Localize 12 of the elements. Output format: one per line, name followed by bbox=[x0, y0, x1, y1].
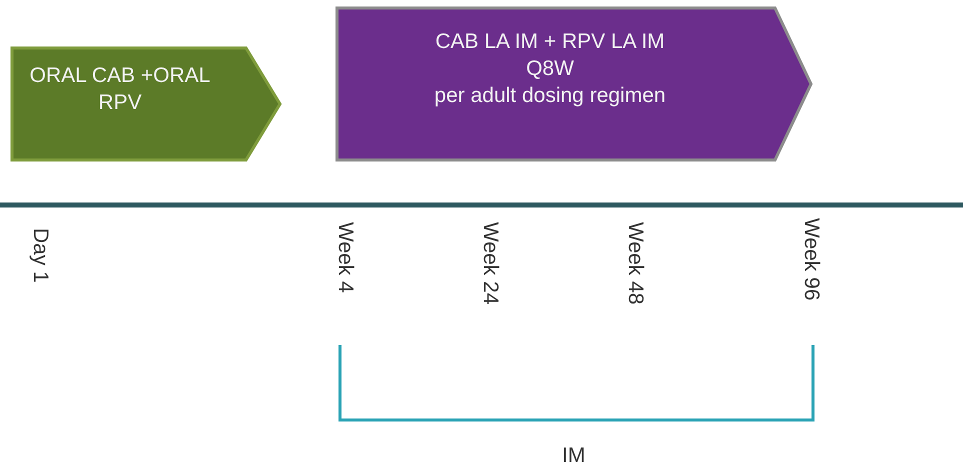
timepoint-label: Week 24 bbox=[478, 222, 502, 304]
arrow-shape-box bbox=[335, 6, 813, 162]
arrow-shape-box bbox=[10, 46, 282, 162]
node-label: CAB LA IM + RPV LA IM bbox=[434, 29, 666, 55]
timepoint-label: Day 1 bbox=[28, 228, 52, 283]
bracket-label: IM bbox=[562, 444, 586, 468]
node-label: ORAL CAB +ORAL RPV bbox=[28, 63, 212, 116]
node-label: per adult dosing regimen bbox=[433, 83, 667, 109]
timepoint-label: Week 48 bbox=[623, 222, 647, 304]
node-label: Q8W bbox=[525, 56, 575, 82]
timepoint-label: Week 4 bbox=[333, 222, 357, 293]
timepoint-label: Week 96 bbox=[799, 218, 823, 300]
